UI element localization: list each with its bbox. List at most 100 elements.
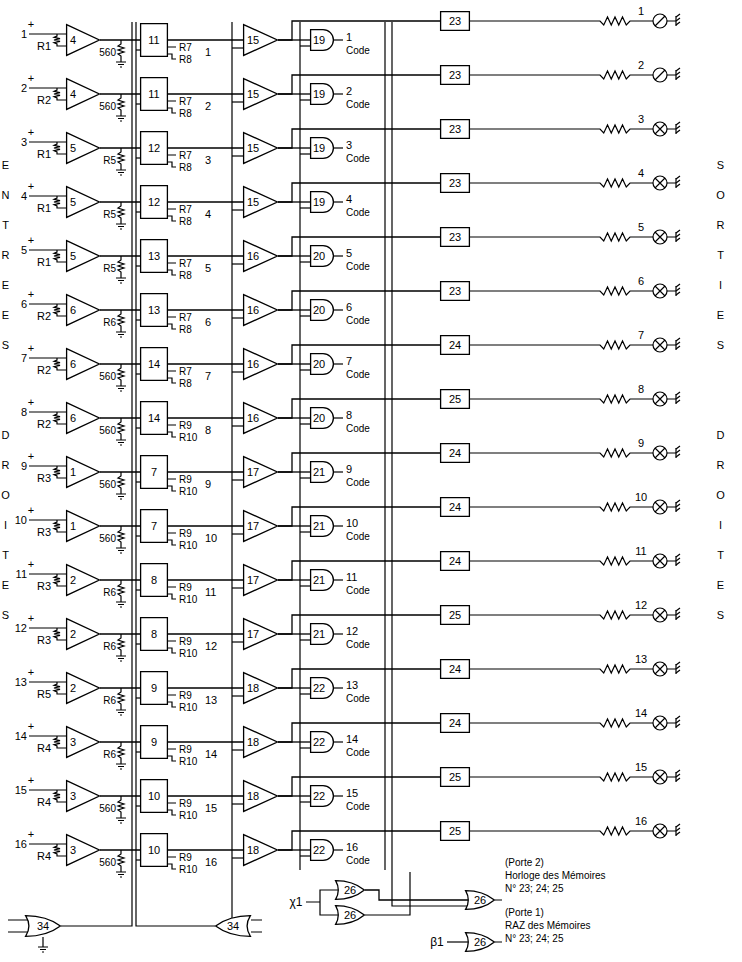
resistor-label: R9: [179, 473, 192, 486]
signal-wire: [278, 831, 440, 850]
wire: [365, 872, 410, 915]
resistor-label: R3: [37, 580, 51, 593]
comparator: 16: [243, 348, 278, 380]
wire: [132, 22, 392, 870]
wire: [8, 920, 28, 932]
buffer-amplifier: 4: [66, 24, 100, 56]
gate-outline: [441, 552, 470, 571]
chip-number: 34: [227, 920, 239, 933]
and-gate: 20: [310, 299, 334, 321]
gate-outline: [141, 456, 168, 489]
signal-wire: [100, 255, 140, 256]
wire: [655, 448, 665, 458]
wire: [54, 628, 66, 640]
code-number: 7: [346, 355, 352, 368]
wire: [334, 201, 343, 202]
gate-outline: [311, 786, 334, 807]
wire: [54, 412, 66, 424]
wire: [667, 124, 676, 134]
buffer-amplifier: 6: [66, 348, 100, 380]
wire: [676, 770, 680, 781]
chip-number: 17: [247, 520, 259, 533]
wire: [334, 741, 343, 742]
wire: [54, 196, 66, 208]
wire: [168, 641, 176, 653]
output-number: 3: [205, 154, 211, 167]
wire: [470, 665, 653, 673]
wire: [118, 310, 124, 332]
code-number: 10: [346, 517, 358, 530]
chip-number: 22: [313, 790, 325, 803]
gate-outline: [311, 516, 334, 537]
wire: [667, 340, 676, 350]
code-label: Code: [346, 422, 370, 435]
wire: [232, 479, 243, 480]
wire: [300, 531, 310, 532]
wire: [38, 937, 48, 952]
chip-number: 22: [313, 736, 325, 749]
comparator: 15: [243, 78, 278, 110]
wire: [334, 255, 343, 256]
wire: [667, 16, 676, 26]
wire: [300, 585, 310, 586]
resistor-label: R7: [179, 311, 192, 324]
resistor-label: R1: [37, 148, 51, 161]
lamp-symbol: [653, 608, 667, 622]
wire: [300, 747, 310, 748]
wire: [676, 230, 680, 241]
lamp-symbol: [653, 284, 667, 298]
chip-number: 24: [449, 447, 461, 460]
lamp-driver: 24: [440, 713, 470, 733]
chip-number: 24: [449, 555, 461, 568]
chip-number: 5: [70, 196, 76, 209]
wire: [470, 611, 653, 619]
signal-wire: [168, 795, 243, 796]
lamp-symbol: [653, 176, 667, 190]
wire: [232, 371, 243, 372]
signal-wire: [278, 237, 440, 256]
chip-number: 14: [148, 358, 160, 371]
code-number: 5: [346, 247, 352, 260]
gate-outline: [441, 120, 470, 139]
and-gate: 21: [310, 569, 334, 591]
signal-wire: [168, 633, 243, 634]
signal-wire: [168, 255, 243, 256]
resistor-label: R10: [179, 755, 197, 768]
wire: [655, 826, 665, 836]
wire: [168, 425, 176, 437]
and-gate: 19: [310, 137, 334, 159]
wire: [300, 99, 310, 100]
wire: [116, 386, 126, 391]
resistor-label: R9: [179, 581, 192, 594]
wire: [232, 695, 243, 696]
wire: [667, 772, 676, 782]
wire: [54, 34, 66, 46]
and-gate: 21: [310, 515, 334, 537]
wire: [54, 88, 66, 100]
signal-wire: [100, 363, 140, 364]
lamp-number: 2: [638, 59, 644, 72]
wire: [655, 394, 665, 404]
buffer-amplifier: 6: [66, 402, 100, 434]
output-number: 7: [205, 370, 211, 383]
chip-number: 23: [449, 231, 461, 244]
output-number: 4: [205, 208, 211, 221]
wire: [667, 664, 676, 674]
side-title: ENTREES: [1, 150, 10, 360]
resistor-label: R7: [179, 203, 192, 216]
chip-number: 3: [70, 736, 76, 749]
wire: [29, 33, 66, 34]
resistor-label: R9: [179, 797, 192, 810]
wire: [470, 449, 653, 457]
chip-number: 22: [313, 844, 325, 857]
wire: [168, 533, 176, 545]
code-label: Code: [346, 800, 370, 813]
wire: [655, 286, 665, 296]
lamp-symbol: [653, 770, 667, 784]
wire: [168, 803, 176, 815]
output-number: 1: [205, 46, 211, 59]
gate-outline: [67, 619, 100, 650]
chip-number: 26: [344, 909, 356, 922]
lamp-number: 1: [638, 5, 644, 18]
